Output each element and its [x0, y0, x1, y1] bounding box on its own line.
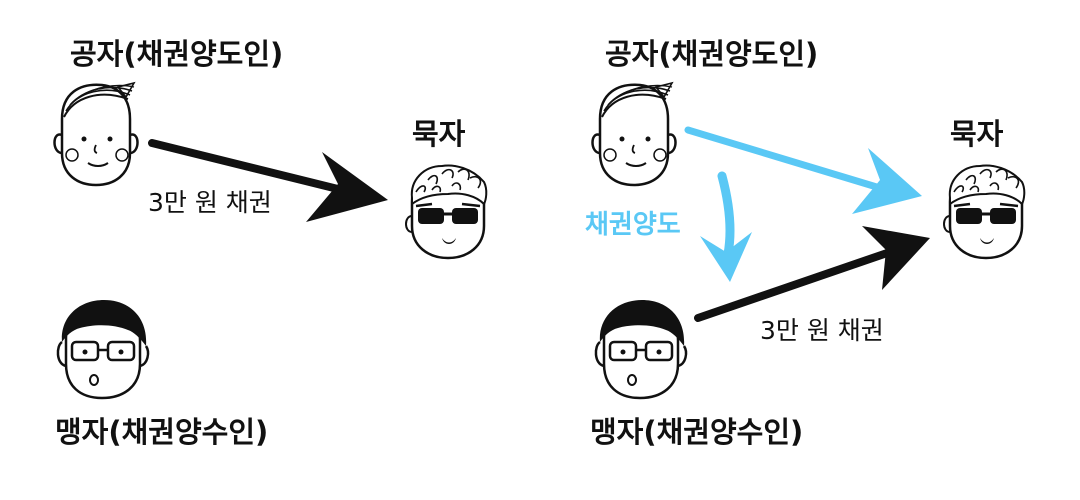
- transfer-arrow: [700, 176, 752, 282]
- claim-arrow-left: [152, 143, 388, 222]
